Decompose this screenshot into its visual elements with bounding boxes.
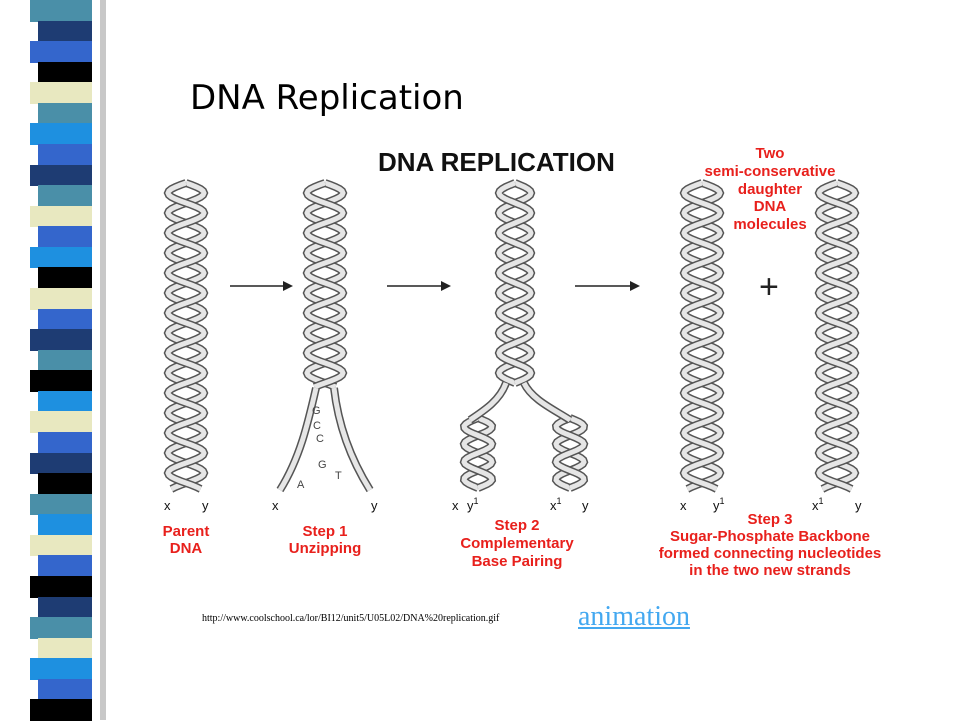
arrow-1 bbox=[230, 281, 293, 291]
diagram-heading: DNA REPLICATION bbox=[378, 147, 615, 177]
stripe-edge bbox=[100, 0, 106, 720]
dna-strand bbox=[681, 180, 723, 492]
plus-sign: + bbox=[759, 268, 779, 306]
base-letter: G bbox=[312, 405, 321, 417]
base-letter: C bbox=[316, 433, 324, 445]
stripe-block bbox=[38, 226, 92, 248]
strand-label-y: y bbox=[855, 498, 862, 513]
stripe-block bbox=[38, 61, 92, 84]
dna-strand bbox=[277, 387, 319, 492]
daughter-label-line-1: Two bbox=[756, 145, 785, 162]
helix-step1 bbox=[276, 179, 374, 493]
stripe-block bbox=[30, 41, 92, 63]
stripe-block bbox=[38, 349, 92, 372]
stripe-block bbox=[38, 473, 92, 495]
daughter-label-line-5: molecules bbox=[733, 216, 806, 233]
stripe-block bbox=[38, 20, 92, 43]
stripe-block bbox=[30, 534, 92, 557]
dna-strand bbox=[165, 180, 207, 492]
stripe-block bbox=[38, 185, 92, 207]
source-url-caption: http://www.coolschool.ca/lor/BI12/unit5/… bbox=[202, 613, 500, 624]
stripe-block bbox=[38, 596, 92, 619]
stripe-block bbox=[30, 576, 92, 598]
stripe-block bbox=[38, 144, 92, 166]
step1-caption-line-2: Unzipping bbox=[289, 540, 361, 557]
strand-label-x1: x1 bbox=[812, 496, 824, 513]
stripe-block bbox=[38, 678, 92, 701]
dna-strand bbox=[521, 381, 572, 423]
stripe-block bbox=[38, 390, 92, 413]
dna-strand bbox=[681, 180, 723, 492]
stripe-block bbox=[30, 411, 92, 433]
stripe-block bbox=[38, 102, 92, 125]
step2-caption-line-2: Complementary bbox=[460, 535, 574, 552]
stripe-block bbox=[38, 637, 92, 660]
stripe-block bbox=[30, 617, 92, 639]
stripe-block bbox=[30, 699, 92, 721]
arrow-3 bbox=[575, 281, 640, 291]
stripe-block bbox=[30, 658, 92, 680]
stripe-block bbox=[30, 370, 92, 392]
daughter-label-line-3: daughter bbox=[738, 181, 802, 198]
dna-strand bbox=[165, 180, 207, 492]
slide-title: DNA Replication bbox=[190, 78, 464, 118]
step3-caption-line-2: Sugar-Phosphate Backbone bbox=[670, 528, 870, 545]
dna-strand bbox=[304, 180, 346, 390]
dna-strand bbox=[331, 387, 373, 492]
strand-label-x: x bbox=[164, 498, 171, 513]
dna-strand bbox=[816, 180, 858, 492]
stripe-block bbox=[30, 164, 92, 187]
stripe-block bbox=[30, 0, 92, 22]
strand-label-y1: y1 bbox=[713, 496, 725, 513]
arrow-2 bbox=[387, 281, 451, 291]
step1-caption-line-1: Step 1 bbox=[302, 523, 347, 540]
stripe-block bbox=[30, 329, 92, 351]
parent-caption-line-1: Parent bbox=[163, 523, 210, 540]
daughter-label-line-2: semi-conservative bbox=[705, 163, 836, 180]
strand-label-y: y bbox=[371, 498, 378, 513]
stripe-block bbox=[30, 82, 92, 104]
stripe-block bbox=[30, 123, 92, 145]
stripe-block bbox=[30, 493, 92, 516]
dna-strand bbox=[816, 180, 858, 492]
dna-strand bbox=[553, 415, 587, 491]
step3-caption-line-1: Step 3 bbox=[747, 511, 792, 528]
stripe-block bbox=[30, 246, 92, 269]
helix-daughter-1 bbox=[679, 179, 725, 493]
dna-strand bbox=[468, 382, 509, 423]
animation-link[interactable]: animation bbox=[578, 601, 690, 632]
step2-caption-line-3: Base Pairing bbox=[472, 553, 563, 570]
step3-caption-line-3: formed connecting nucleotides bbox=[659, 545, 882, 562]
decorative-color-stripe bbox=[0, 0, 108, 721]
helix-parent bbox=[163, 179, 209, 493]
stripe-block bbox=[30, 288, 92, 310]
strand-label-y1: y1 bbox=[467, 496, 479, 513]
strand-label-x: x bbox=[452, 498, 459, 513]
dna-strand bbox=[496, 180, 534, 386]
helix-daughter-2 bbox=[814, 179, 860, 493]
dna-strand bbox=[461, 415, 495, 491]
stripe-block bbox=[38, 432, 92, 454]
strand-label-x: x bbox=[272, 498, 279, 513]
daughter-label-line-4: DNA bbox=[754, 198, 787, 215]
base-letter: T bbox=[335, 470, 342, 482]
dna-replication-diagram: DNA REPLICATION + Two semi-conservative … bbox=[140, 138, 920, 593]
base-letter: G bbox=[318, 459, 327, 471]
strand-label-y: y bbox=[202, 498, 209, 513]
strand-label-y: y bbox=[582, 498, 589, 513]
parent-caption-line-2: DNA bbox=[170, 540, 203, 557]
stripe-block bbox=[38, 555, 92, 577]
helix-step2 bbox=[459, 179, 589, 492]
step2-caption-line-1: Step 2 bbox=[494, 517, 539, 534]
strand-label-x: x bbox=[680, 498, 687, 513]
step3-caption-line-4: in the two new strands bbox=[689, 562, 851, 579]
stripe-block bbox=[38, 267, 92, 289]
stripe-block bbox=[38, 514, 92, 536]
stripe-block bbox=[38, 308, 92, 331]
base-letter: A bbox=[297, 479, 305, 491]
base-letter: C bbox=[313, 420, 321, 432]
strand-label-x1: x1 bbox=[550, 496, 562, 513]
stripe-block bbox=[30, 205, 92, 228]
stripe-block bbox=[30, 452, 92, 475]
